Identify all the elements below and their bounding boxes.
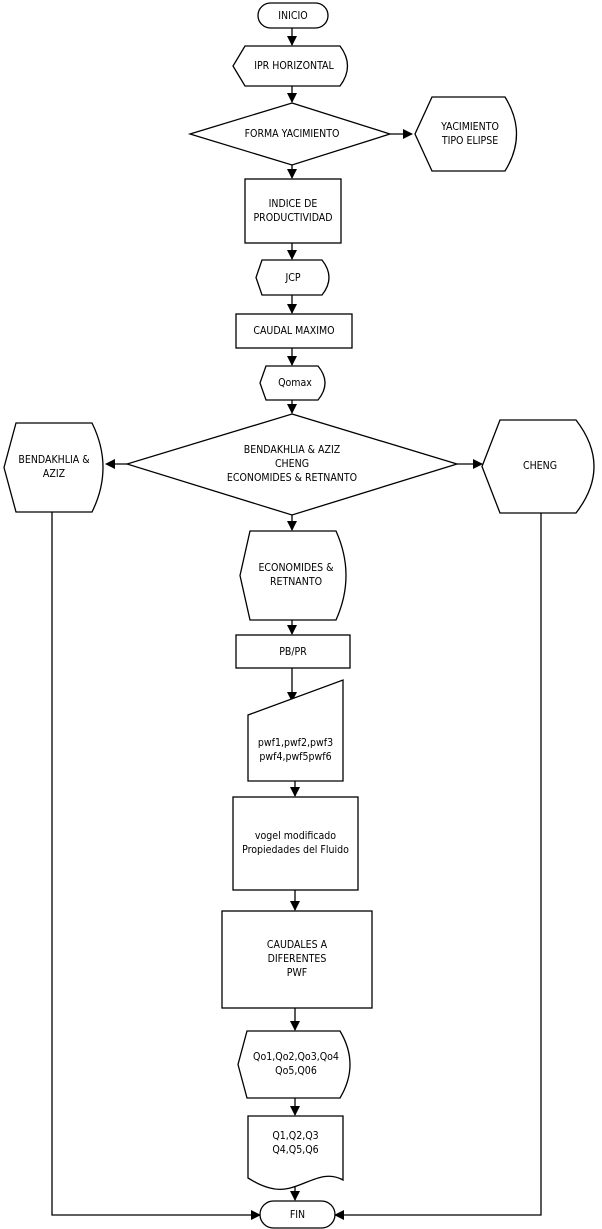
caudal-maximo-process: [235, 313, 353, 349]
metodos-decision: [124, 413, 460, 516]
qo-display: [237, 1030, 351, 1099]
fin-terminal: [259, 1200, 336, 1229]
arrow-cheng-fin: [334, 513, 542, 1220]
cheng-display: [481, 419, 595, 514]
bendakhlia-aziz-display: [3, 422, 104, 513]
economides-retnanto-display: [239, 530, 347, 621]
ipr-horizontal-display: [232, 45, 349, 87]
caudales-diferentes-process: [221, 910, 373, 1009]
arrow-bendakhlia-fin: [51, 512, 261, 1220]
q-document: [247, 1115, 344, 1190]
inicio-terminal: [257, 2, 329, 29]
indice-productividad-process: [244, 178, 342, 244]
yacimiento-elipse-display: [414, 96, 518, 172]
forma-yacimiento-decision: [187, 102, 393, 166]
vogel-modificado-process: [232, 796, 359, 891]
jcp-display: [255, 259, 330, 296]
pwf-manual-input: [247, 679, 344, 782]
connectors: [51, 28, 542, 1220]
pb-pr-process: [235, 634, 351, 669]
qomax-display: [259, 365, 326, 401]
